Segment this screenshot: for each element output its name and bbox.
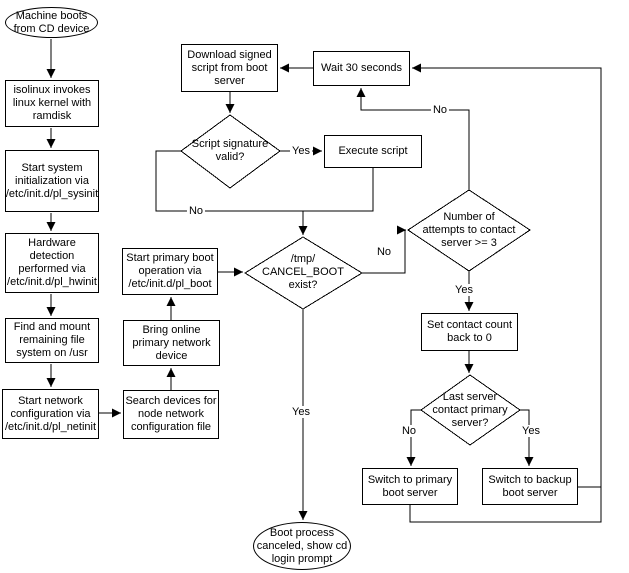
edge-label-lastserver-no: No <box>399 425 419 437</box>
decision-cancel-boot-label: /tmp/ CANCEL_BOOT exist? <box>262 253 344 291</box>
edge-attempts-wait-no <box>356 88 470 190</box>
node-netinit: Start network configuration via /etc/ini… <box>2 389 99 439</box>
node-switch-primary: Switch to primary boot server <box>362 468 458 505</box>
edge-label-lastserver-yes: Yes <box>520 425 542 437</box>
edge-lastserver-primary-no <box>406 409 421 466</box>
edge-label-cancel-no: No <box>374 246 394 258</box>
decision-last-server-shape <box>420 374 521 446</box>
node-wait-30-seconds: Wait 30 seconds <box>313 51 410 86</box>
edge-lastserver-backup-yes <box>520 409 534 466</box>
node-download-script: Download signed script from boot server <box>181 44 278 92</box>
edge-label-attempts-yes: Yes <box>453 284 475 296</box>
node-isolinux: isolinux invokes linux kernel with ramdi… <box>5 80 99 127</box>
node-bring-online: Bring online primary network device <box>123 320 220 366</box>
node-reset-count: Set contact count back to 0 <box>421 313 518 351</box>
node-search-config: Search devices for node network configur… <box>123 390 219 439</box>
edge-label-attempts-no: No <box>430 104 450 116</box>
decision-script-signature-shape <box>180 114 281 189</box>
decision-attempts-shape <box>407 189 531 272</box>
node-switch-backup: Switch to backup boot server <box>482 468 578 505</box>
node-end-terminator: Boot process canceled, show cd login pro… <box>253 522 351 570</box>
node-execute-script: Execute script <box>324 135 422 168</box>
decision-cancel-boot-shape <box>244 236 363 310</box>
decision-script-signature-label: Script signature valid? <box>191 138 269 163</box>
edge-label-signature-no: No <box>186 205 206 217</box>
node-hwinit: Hardware detection performed via /etc/in… <box>5 233 99 293</box>
edge-cancelboot-attempts-no <box>362 225 406 274</box>
edge-label-cancel-yes: Yes <box>290 406 312 418</box>
node-mount-usr: Find and mount remaining file system on … <box>5 318 99 363</box>
decision-attempts-label: Number of attempts to contact server >= … <box>422 211 516 249</box>
node-pl-boot: Start primary boot operation via /etc/in… <box>122 248 218 295</box>
decision-last-server-label: Last server contact primary server? <box>432 391 508 429</box>
edge-sigvalid-no-merge <box>155 150 374 212</box>
edge-switch-wait-loop <box>409 63 602 523</box>
node-sysinit: Start system initialization via /etc/ini… <box>5 150 99 212</box>
node-start-terminator: Machine boots from CD device <box>5 7 98 38</box>
edge-label-signature-yes: Yes <box>290 145 312 157</box>
